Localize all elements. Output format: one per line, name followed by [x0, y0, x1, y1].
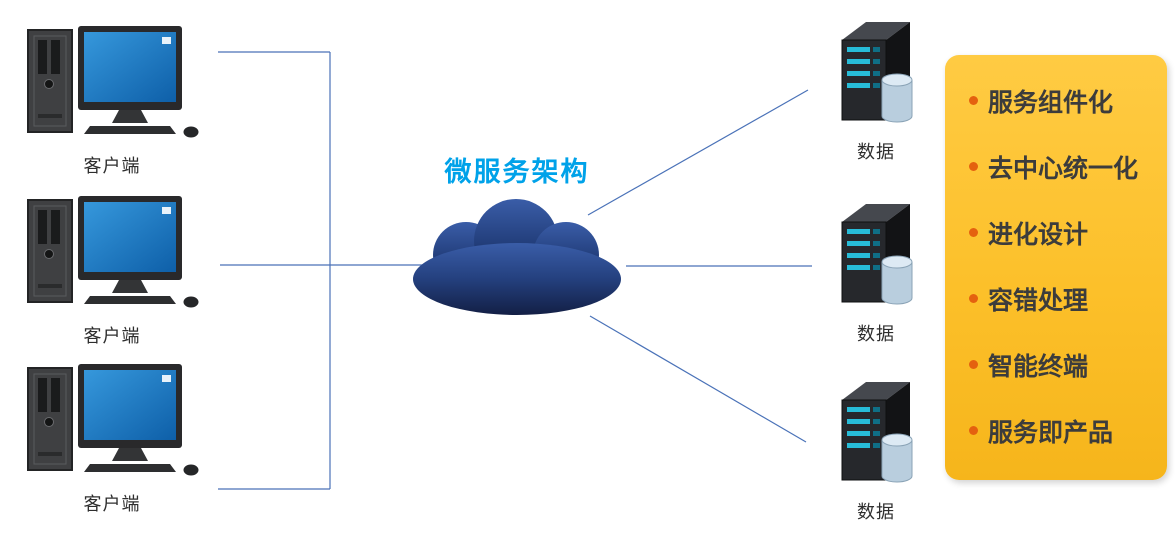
feature-label: 服务即产品 [988, 418, 1114, 447]
mouse [183, 296, 199, 308]
desktop-computer-icon [27, 26, 199, 138]
feature-label: 容错处理 [988, 286, 1089, 315]
server-label: 数据 [857, 502, 895, 522]
desktop-computer-icon [27, 196, 199, 308]
server-database-icon [841, 382, 913, 483]
cloud-icon [413, 199, 621, 315]
tower [27, 29, 73, 133]
mouse [183, 126, 199, 138]
client-node-2: 客户端 [22, 196, 202, 348]
database-cylinder [881, 255, 913, 305]
client-label: 客户端 [83, 326, 141, 346]
database-cylinder [881, 73, 913, 123]
server-node-3: 数据 [830, 376, 922, 524]
monitor [78, 196, 182, 304]
bullet-icon [969, 162, 978, 171]
keyboard [84, 464, 176, 472]
client-node-3: 客户端 [22, 364, 202, 516]
server-database-icon [841, 204, 913, 305]
feature-item: 服务即产品 [969, 413, 1159, 449]
client-label: 客户端 [83, 156, 141, 176]
client-label: 客户端 [83, 494, 141, 514]
server-database-icon [841, 22, 913, 123]
feature-item: 服务组件化 [969, 83, 1159, 119]
server-box [841, 204, 910, 303]
keyboard [84, 296, 176, 304]
feature-label: 服务组件化 [988, 88, 1114, 117]
server-label: 数据 [857, 324, 895, 344]
bullet-icon [969, 96, 978, 105]
bullet-icon [969, 360, 978, 369]
features-panel: 服务组件化 去中心统一化 进化设计 容错处理 智能终端 服务即产品 [945, 55, 1167, 480]
mouse [183, 464, 199, 476]
feature-item: 进化设计 [969, 215, 1159, 251]
feature-label: 进化设计 [988, 220, 1089, 249]
database-cylinder [881, 433, 913, 483]
client-node-1: 客户端 [22, 26, 202, 178]
tower [27, 367, 73, 471]
feature-label: 智能终端 [988, 352, 1089, 381]
cloud-node [406, 197, 628, 317]
feature-item: 智能终端 [969, 347, 1159, 383]
diagram-title: 微服务架构 [444, 157, 590, 187]
bullet-icon [969, 426, 978, 435]
bullet-icon [969, 294, 978, 303]
bullet-icon [969, 228, 978, 237]
monitor [78, 26, 182, 134]
server-node-1: 数据 [830, 16, 922, 164]
feature-item: 去中心统一化 [969, 149, 1159, 185]
line-cloud-server3 [589, 315, 807, 443]
desktop-computer-icon [27, 364, 199, 476]
server-node-2: 数据 [830, 198, 922, 346]
tower [27, 199, 73, 303]
feature-label: 去中心统一化 [988, 154, 1139, 183]
keyboard [84, 126, 176, 134]
server-label: 数据 [857, 142, 895, 162]
monitor [78, 364, 182, 472]
line-cloud-server1 [587, 89, 809, 216]
feature-item: 容错处理 [969, 281, 1159, 317]
